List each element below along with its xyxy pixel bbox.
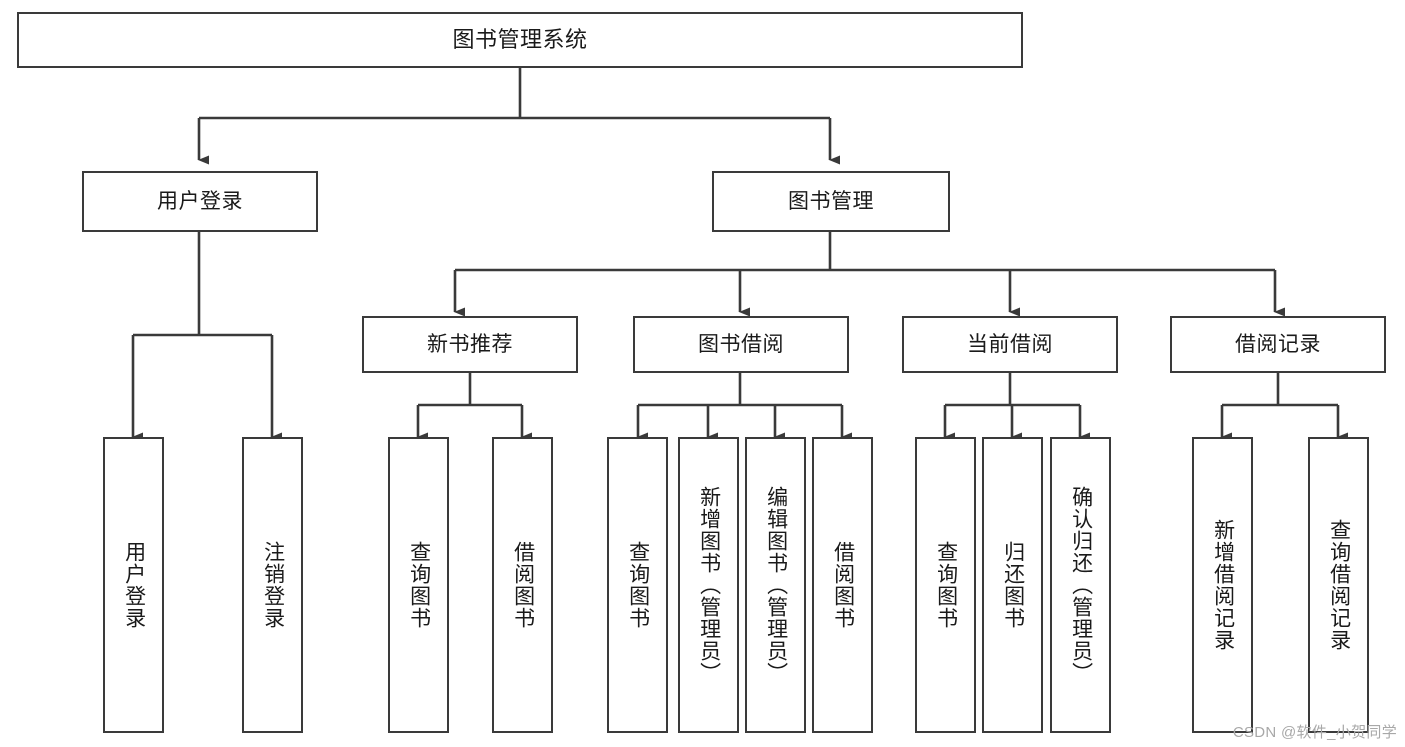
node-root-library-system[interactable]: 图书管理系统 [17, 12, 1023, 68]
root-connectors [197, 68, 840, 165]
node-label: 查询借阅记录 [1327, 519, 1351, 651]
node-label: 编辑图书（管理员） [764, 486, 788, 684]
node-label: 借阅图书 [831, 541, 855, 629]
node-leaf-borrow-book-recommend[interactable]: 借阅图书 [492, 437, 553, 733]
node-label: 新增借阅记录 [1211, 519, 1235, 651]
node-book-borrow[interactable]: 图书借阅 [633, 316, 849, 373]
node-leaf-user-login[interactable]: 用户登录 [103, 437, 164, 733]
current-borrow-leaf-connectors [943, 373, 1090, 442]
node-label: 借阅图书 [511, 541, 535, 629]
node-label: 归还图书 [1001, 541, 1025, 629]
node-label: 图书管理系统 [452, 26, 588, 52]
book-borrow-leaf-connectors [636, 373, 852, 442]
node-leaf-return-book[interactable]: 归还图书 [982, 437, 1043, 733]
node-leaf-borrow-book[interactable]: 借阅图书 [812, 437, 873, 733]
node-label: 新书推荐 [427, 332, 513, 356]
node-leaf-add-borrow-record[interactable]: 新增借阅记录 [1192, 437, 1253, 733]
node-user-login[interactable]: 用户登录 [82, 171, 318, 232]
node-current-borrow[interactable]: 当前借阅 [902, 316, 1118, 373]
node-borrow-record[interactable]: 借阅记录 [1170, 316, 1386, 373]
node-label: 用户登录 [122, 541, 146, 629]
node-leaf-query-book-current[interactable]: 查询图书 [915, 437, 976, 733]
node-label: 查询图书 [626, 541, 650, 629]
node-leaf-query-book-borrow[interactable]: 查询图书 [607, 437, 668, 733]
node-new-book-recommend[interactable]: 新书推荐 [362, 316, 578, 373]
node-label: 图书借阅 [698, 332, 784, 356]
node-leaf-add-book-admin[interactable]: 新增图书（管理员） [678, 437, 739, 733]
node-label: 当前借阅 [967, 332, 1053, 356]
node-leaf-query-borrow-record[interactable]: 查询借阅记录 [1308, 437, 1369, 733]
book-manage-connectors [453, 232, 1285, 317]
csdn-watermark: CSDN @软件_小贺同学 [1232, 724, 1397, 741]
node-leaf-query-book-recommend[interactable]: 查询图书 [388, 437, 449, 733]
borrow-record-leaf-connectors [1220, 373, 1348, 442]
node-label: 注销登录 [261, 541, 285, 629]
node-book-management[interactable]: 图书管理 [712, 171, 950, 232]
node-label: 借阅记录 [1235, 332, 1321, 356]
user-login-leaf-connectors [131, 232, 282, 442]
node-label: 查询图书 [934, 541, 958, 629]
node-label: 图书管理 [788, 189, 874, 213]
new-book-leaf-connectors [416, 373, 532, 442]
node-leaf-edit-book-admin[interactable]: 编辑图书（管理员） [745, 437, 806, 733]
node-leaf-logout[interactable]: 注销登录 [242, 437, 303, 733]
node-leaf-confirm-return-admin[interactable]: 确认归还（管理员） [1050, 437, 1111, 733]
node-label: 查询图书 [407, 541, 431, 629]
node-label: 确认归还（管理员） [1069, 486, 1093, 684]
node-label: 新增图书（管理员） [697, 486, 721, 684]
node-label: 用户登录 [157, 189, 243, 213]
